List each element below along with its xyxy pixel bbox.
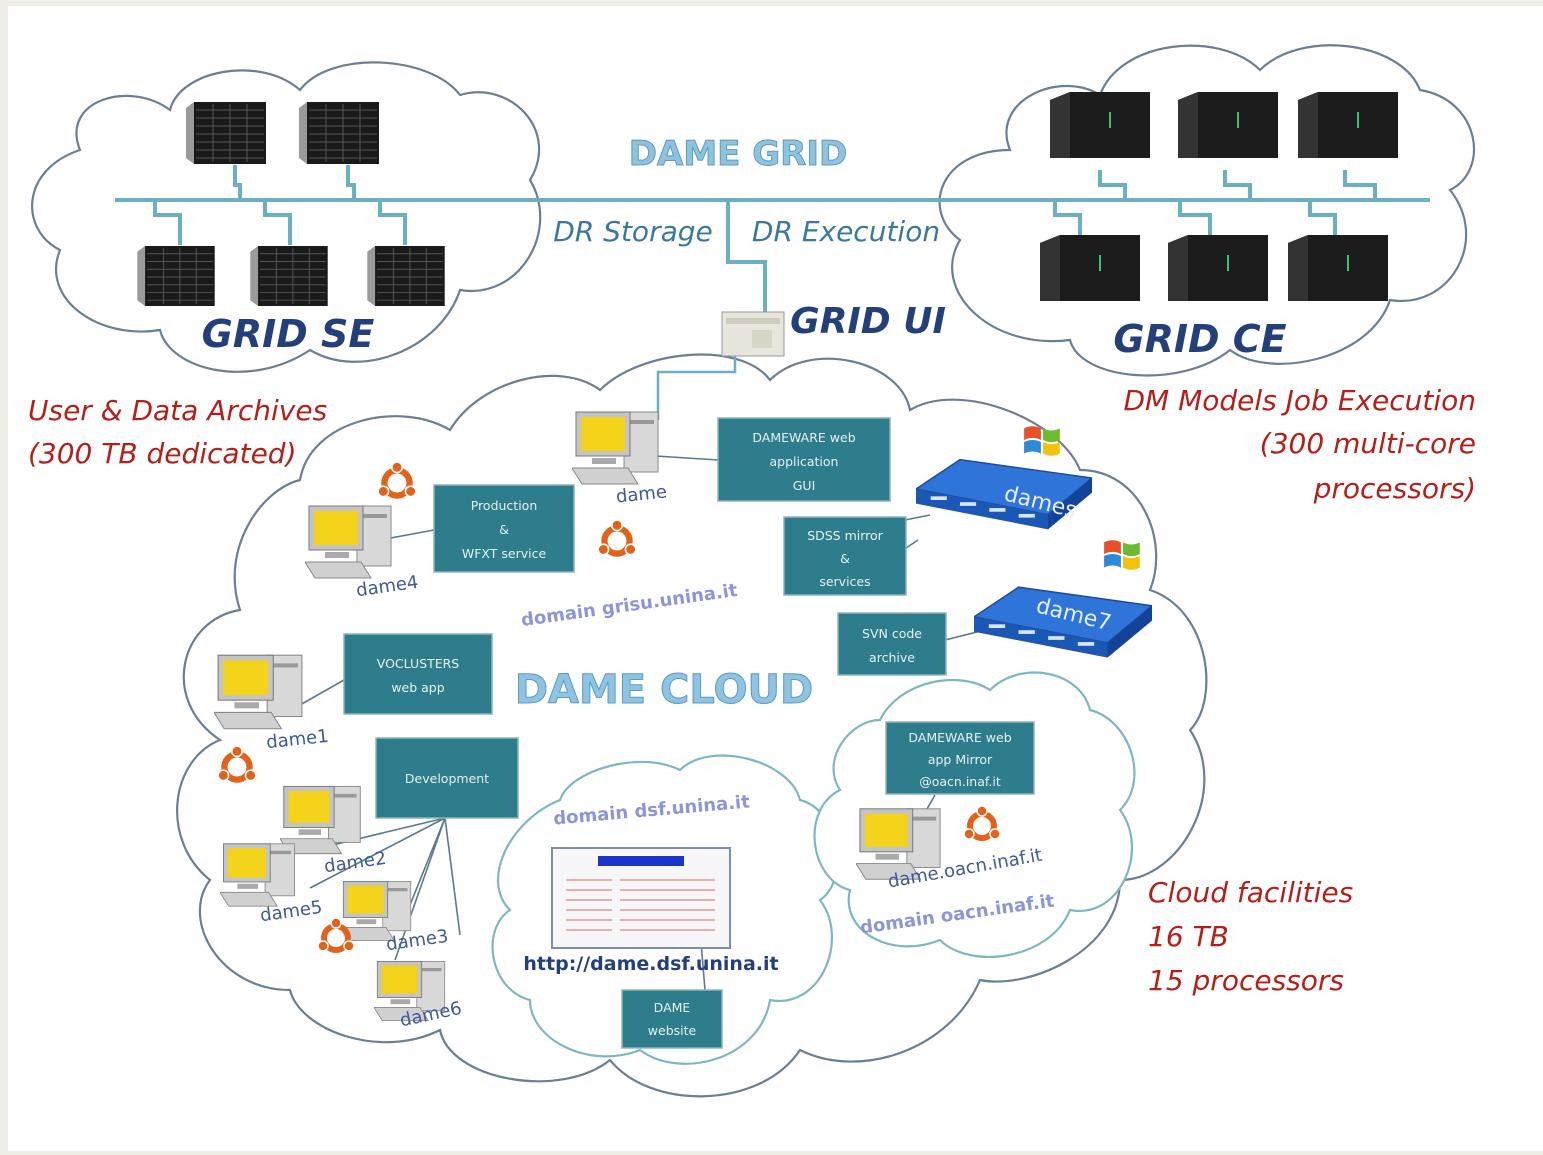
box-text: web app — [391, 680, 444, 695]
website-screenshot — [551, 847, 731, 949]
server-icon — [186, 102, 266, 164]
grid-ce-label: GRID CE — [1113, 317, 1286, 361]
box-text: application — [770, 454, 839, 469]
grid-ui-server-icon — [721, 311, 785, 357]
dameware-mirror-box: DAMEWARE web app Mirror @oacn.inaf.it — [885, 721, 1035, 795]
box-text: VOCLUSTERS — [377, 656, 460, 671]
grid-ui-link — [656, 355, 737, 420]
cloud-facilities-line1: Cloud facilities — [1148, 876, 1353, 909]
rack-server-icon — [1168, 235, 1268, 301]
box-text: DAMEWARE web — [752, 430, 855, 445]
dr-storage-label: DR Storage — [553, 215, 712, 248]
box-text: & — [840, 551, 850, 566]
box-text: DAME — [654, 1000, 691, 1015]
cloud-facilities-line3: 15 processors — [1148, 964, 1344, 997]
rack-server-icon — [1288, 235, 1388, 301]
cloud-facilities-line2: 16 TB — [1148, 920, 1229, 953]
box-text: & — [499, 522, 509, 537]
cloud-links — [299, 454, 986, 991]
cloud-outlines — [31, 44, 1475, 1098]
box-text: services — [819, 574, 870, 589]
voclusters-box: VOCLUSTERS web app — [343, 633, 493, 715]
box-text: Development — [405, 771, 489, 786]
box-text: GUI — [793, 478, 816, 493]
development-box: Development — [375, 737, 519, 819]
box-text: SVN code — [862, 626, 922, 641]
box-text: DAMEWARE web — [908, 730, 1011, 745]
rack-server-icon — [1178, 92, 1278, 158]
rack-server-icon — [1040, 235, 1140, 301]
diagram-canvas: DAME GRID DR Storage DR Execution GRID S… — [8, 6, 1543, 1151]
grid-network-lines — [115, 165, 1430, 312]
box-text: SDSS mirror — [807, 528, 883, 543]
box-text: archive — [869, 650, 915, 665]
rack-server-icon — [1050, 92, 1150, 158]
sdss-mirror-box: SDSS mirror & services — [783, 516, 907, 596]
dameware-gui-box: DAMEWARE web application GUI — [717, 417, 891, 502]
box-text: @oacn.inaf.it — [919, 774, 1001, 789]
box-text: WFXT service — [462, 546, 547, 561]
se-note-line2: (300 TB dedicated) — [28, 437, 297, 470]
box-text: website — [648, 1023, 697, 1038]
ce-note-line2: (300 multi-core — [1260, 427, 1476, 460]
rack-server-icon — [1298, 92, 1398, 158]
dame-cloud-title: DAME CLOUD — [515, 667, 813, 713]
production-box: Production & WFXT service — [433, 484, 575, 573]
se-note-line1: User & Data Archives — [28, 394, 327, 427]
server-icon — [366, 246, 446, 306]
grid-se-label: GRID SE — [202, 312, 375, 356]
box-text: app Mirror — [928, 752, 993, 767]
server-icon — [299, 102, 379, 164]
dame-website-box: DAME website — [621, 989, 723, 1049]
ce-note-line1: DM Models Job Execution — [1123, 384, 1476, 417]
dr-execution-label: DR Execution — [752, 215, 940, 248]
grid-ui-label: GRID UI — [790, 301, 946, 342]
dame-grid-title: DAME GRID — [629, 134, 847, 174]
ce-note-line3: processors) — [1313, 472, 1476, 505]
server-icon — [249, 246, 329, 306]
website-url-label: http://dame.dsf.unina.it — [523, 953, 778, 975]
server-icon — [136, 246, 216, 306]
box-text: Production — [471, 498, 538, 513]
dame-architecture-diagram: DAME GRID DR Storage DR Execution GRID S… — [28, 44, 1476, 1098]
svn-archive-box: SVN code archive — [837, 612, 947, 676]
